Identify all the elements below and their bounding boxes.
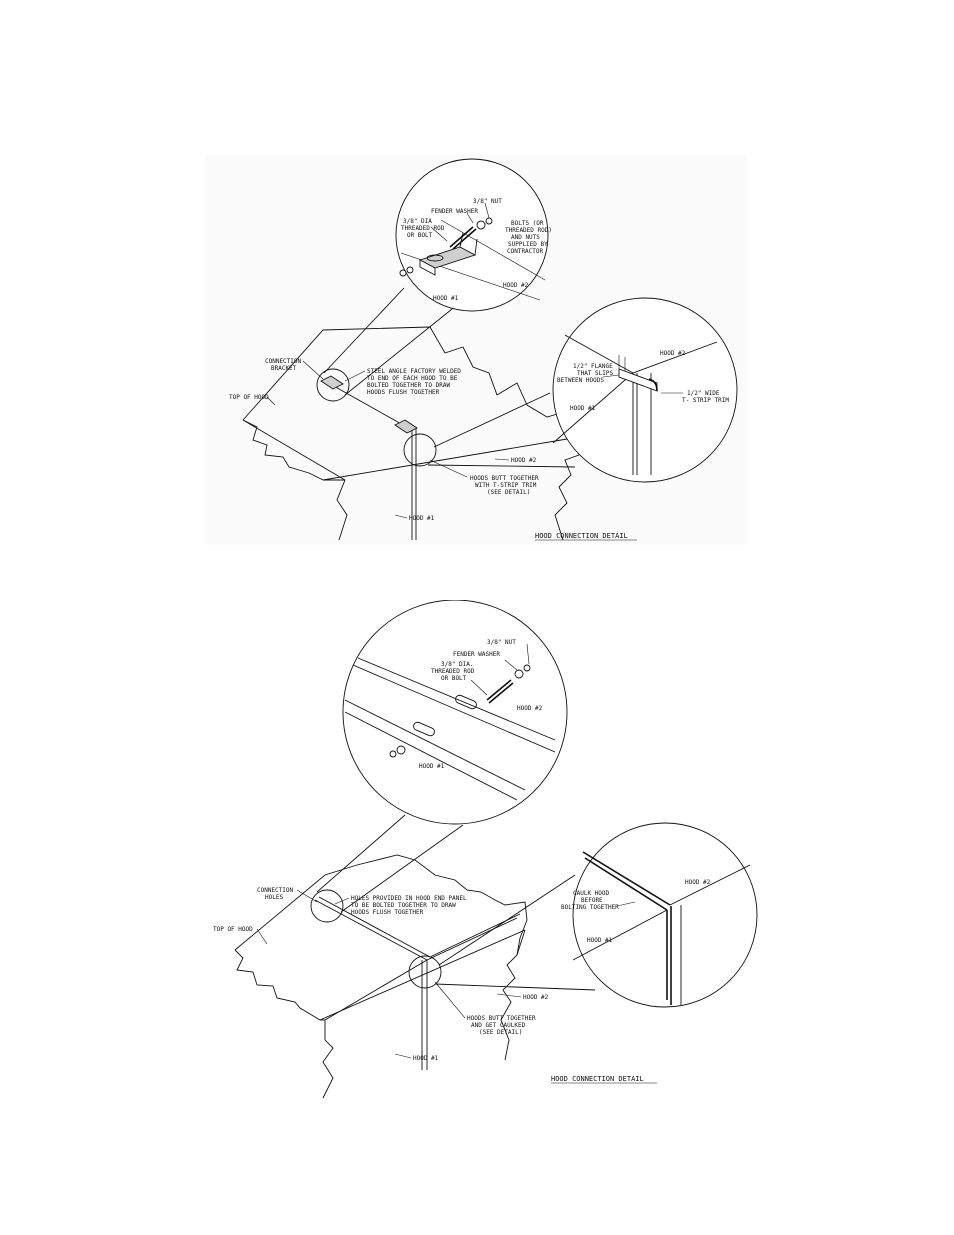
holes-callout-circle <box>310 889 344 923</box>
a-flange-label-2: THAT SLIPS <box>577 370 614 377</box>
b-provided-label-3: HOODS FLUSH TOGETHER <box>351 909 424 916</box>
detail-a-drawing: 3/8" NUT FENDER WASHER 3/8" DIA THREADED… <box>229 158 738 541</box>
a-butt-label-1: HOODS BUTT TOGETHER <box>470 475 539 482</box>
a-supplied-label-3: AND NUTS <box>511 234 540 241</box>
a-washer-label: FENDER WASHER <box>431 208 478 215</box>
a-bracket-label-1: CONNECTION <box>265 358 302 365</box>
a-trim-label-2: T- STRIP TRIM <box>682 397 729 404</box>
a-flange-label-1: 1/2" FLANGE <box>573 363 613 370</box>
a-rod-label-2: THREADED ROD <box>401 225 445 232</box>
a-steel-label-1: STEEL ANGLE FACTORY WELDED <box>367 368 461 375</box>
b-right-hood1-label: HOOD #1 <box>587 937 613 944</box>
b-title: HOOD CONNECTION DETAIL <box>551 1075 644 1083</box>
b-inset-hood1-label: HOOD #1 <box>419 763 445 770</box>
a-steel-label-3: BOLTED TOGETHER TO DRAW <box>367 382 450 389</box>
b-butt-label-3: (SEE DETAIL) <box>479 1029 522 1036</box>
a-hood1-label: HOOD #1 <box>409 515 435 522</box>
a-steel-label-2: TO END OF EACH HOOD TO BE <box>367 375 458 382</box>
b-rod-label-2: THREADED ROD <box>431 668 475 675</box>
a-inset-hood1-label: HOOD #1 <box>433 295 459 302</box>
a-steel-label-4: HOODS FLUSH TOGETHER <box>367 389 440 396</box>
b-rod-label-1: 3/8" DIA. <box>441 661 474 668</box>
b-caulk-label-1: CAULK HOOD <box>573 890 610 897</box>
b-provided-label-1: HOLES PROVIDED IN HOOD END PANEL <box>351 895 467 902</box>
inset-right-a <box>552 297 738 483</box>
detail-b-drawing: 3/8" NUT FENDER WASHER 3/8" DIA. THREADE… <box>213 600 758 1099</box>
a-supplied-label-1: BOLTS (OR <box>511 220 544 227</box>
b-holes-label-1: CONNECTION <box>257 887 294 894</box>
hood-connection-detail-caulked: 3/8" NUT FENDER WASHER 3/8" DIA. THREADE… <box>205 600 760 1100</box>
b-caulk-label-2: BEFORE <box>581 897 603 904</box>
a-inset-hood2-label: HOOD #2 <box>503 282 529 289</box>
b-holes-label-2: HOLES <box>265 894 283 901</box>
inset-top-a <box>395 158 549 312</box>
b-right-hood2-label: HOOD #2 <box>685 879 711 886</box>
a-rod-label-1: 3/8" DIA <box>403 218 432 225</box>
a-butt-label-3: (SEE DETAIL) <box>487 489 530 496</box>
b-inset-hood2-label: HOOD #2 <box>517 705 543 712</box>
b-caulk-label-3: BOLTING TOGETHER <box>561 904 619 911</box>
b-nut-label: 3/8" NUT <box>487 639 516 646</box>
b-hood2-label: HOOD #2 <box>523 994 549 1001</box>
a-bracket-label-2: BRACKET <box>271 365 297 372</box>
inset-right-b <box>572 822 758 1008</box>
b-top-label: TOP OF HOOD <box>213 926 253 933</box>
a-supplied-label-5: CONTRACTOR <box>507 248 544 255</box>
seam-callout-circle <box>403 433 437 467</box>
a-top-label: TOP OF HOOD <box>229 394 269 401</box>
a-butt-label-2: WITH T-STRIP TRIM <box>475 482 537 489</box>
b-butt-label-1: HOODS BUTT TOGETHER <box>467 1015 536 1022</box>
hood-connection-detail-t-strip: 3/8" NUT FENDER WASHER 3/8" DIA THREADED… <box>205 155 747 545</box>
a-rod-label-3: OR BOLT <box>407 232 433 239</box>
b-hood1-label: HOOD #1 <box>413 1055 439 1062</box>
seam-callout-circle-b <box>408 955 442 989</box>
inset-top-b <box>342 600 568 825</box>
a-trim-label-1: 1/2" WIDE <box>687 390 720 397</box>
a-supplied-label-4: SUPPLIED BY <box>508 241 548 248</box>
a-nut-label: 3/8" NUT <box>473 198 502 205</box>
a-right-hood2-label: HOOD #2 <box>660 350 686 357</box>
b-butt-label-2: AND GET CAULKED <box>471 1022 526 1029</box>
b-rod-label-3: OR BOLT <box>441 675 467 682</box>
a-flange-label-3: BETWEEN HOODS <box>557 377 604 384</box>
b-provided-label-2: TO BE BOLTED TOGETHER TO DRAW <box>351 902 456 909</box>
a-title: HOOD CONNECTION DETAIL <box>535 532 628 540</box>
b-washer-label: FENDER WASHER <box>453 651 500 658</box>
bracket-callout-circle <box>316 368 350 402</box>
a-hood2-label: HOOD #2 <box>511 457 537 464</box>
a-supplied-label-2: THREADED ROD) <box>505 227 552 234</box>
a-right-hood1-label: HOOD #1 <box>570 405 596 412</box>
